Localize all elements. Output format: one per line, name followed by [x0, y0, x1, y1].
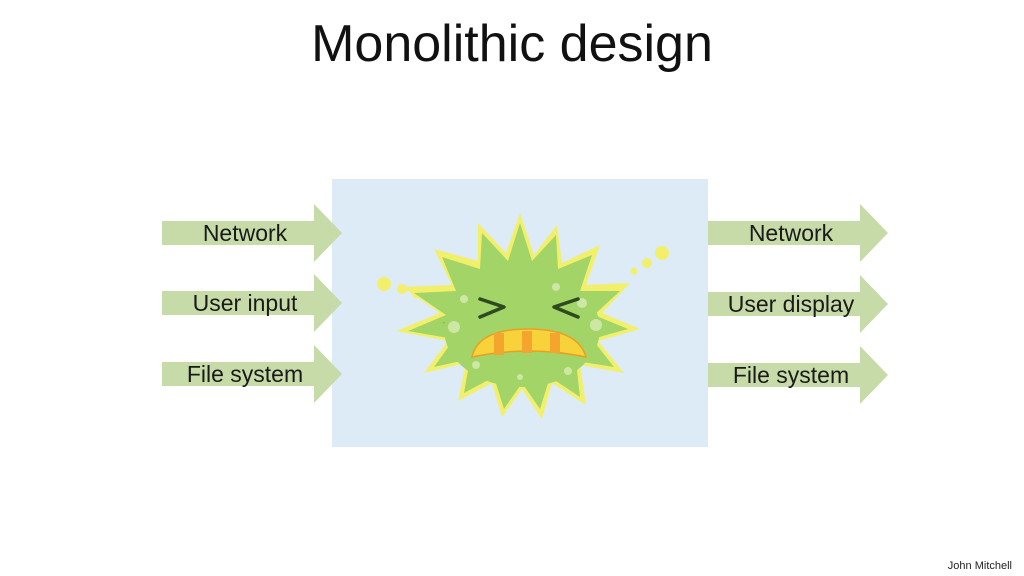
arrow-right-icon — [708, 275, 888, 333]
output-label: User display — [727, 291, 855, 317]
arrow-right-icon — [162, 204, 342, 262]
output-label: Network — [748, 220, 834, 246]
input-label: User input — [192, 290, 298, 316]
author-footer: John Mitchell — [947, 560, 1012, 572]
input-arrow-file-system: File system — [162, 345, 342, 403]
slide-title: Monolithic design — [311, 15, 713, 73]
arrow-right-icon — [708, 204, 888, 262]
input-label: Network — [202, 220, 288, 246]
input-arrow-network: Network — [162, 204, 342, 262]
angry-germ-icon — [377, 213, 669, 419]
input-label: File system — [186, 361, 304, 387]
output-arrow-file-system: File system — [708, 346, 888, 404]
arrow-right-icon — [162, 345, 342, 403]
output-label: File system — [732, 362, 850, 388]
output-arrow-user-display: User display — [708, 275, 888, 333]
input-arrow-user-input: User input — [162, 274, 342, 332]
arrow-right-icon — [162, 274, 342, 332]
output-arrow-network: Network — [708, 204, 888, 262]
arrow-right-icon — [708, 346, 888, 404]
